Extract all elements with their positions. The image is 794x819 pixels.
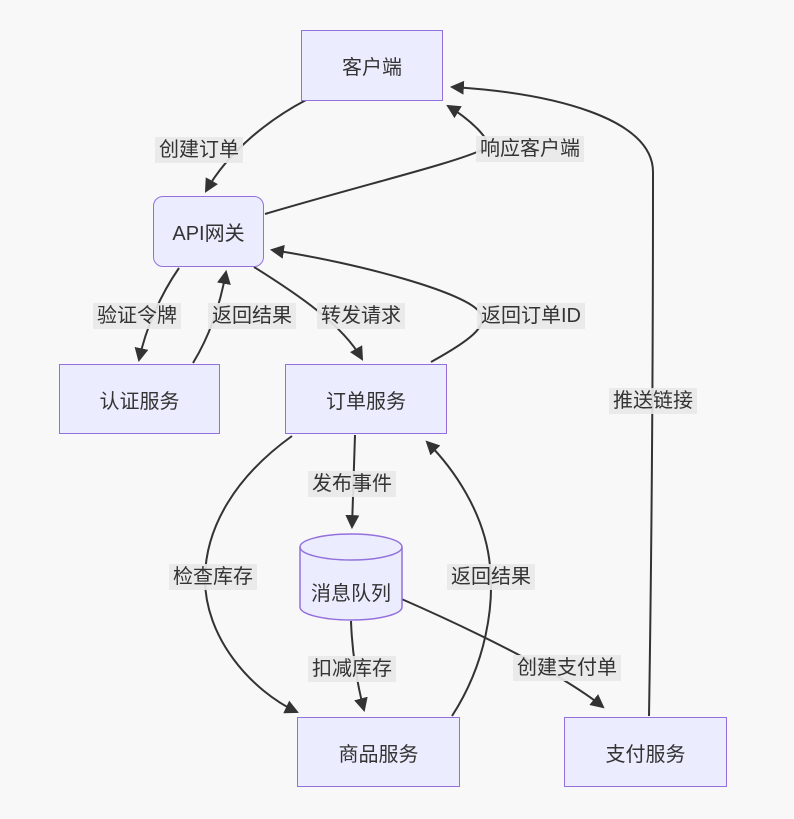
edge-gateway-to-order — [253, 266, 364, 361]
node-product-service-label: 商品服务 — [338, 743, 419, 766]
node-api-gateway[interactable]: API网关 — [153, 196, 264, 267]
edge-mq-to-payment — [396, 596, 605, 709]
edge-label-return-result-product: 返回结果 — [447, 564, 535, 590]
node-auth-service-label: 认证服务 — [99, 390, 180, 413]
edge-label-create-payment: 创建支付单 — [513, 655, 621, 681]
edge-label-push-link: 推送链接 — [609, 388, 697, 414]
node-order-service-label: 订单服务 — [326, 390, 406, 413]
edge-label-publish-event: 发布事件 — [308, 471, 396, 497]
edge-order-to-gateway — [269, 244, 484, 363]
edge-client-to-gateway — [204, 99, 307, 193]
edge-gateway-to-client — [264, 104, 488, 215]
edge-label-respond-client: 响应客户端 — [476, 136, 584, 162]
node-client[interactable]: 客户端 — [301, 30, 443, 101]
node-message-queue[interactable]: 消息队列 — [299, 533, 403, 621]
node-api-gateway-label: API网关 — [172, 223, 245, 245]
node-payment-service-label: 支付服务 — [605, 743, 686, 766]
edge-label-deduct-stock: 扣减库存 — [308, 656, 396, 682]
node-order-service[interactable]: 订单服务 — [285, 364, 447, 434]
edge-label-forward-request: 转发请求 — [317, 303, 405, 329]
edge-label-return-result-auth: 返回结果 — [208, 303, 296, 329]
cylinder-shape-icon — [299, 533, 403, 621]
edge-label-return-order-id: 返回订单ID — [477, 303, 585, 329]
edge-label-check-stock: 检查库存 — [169, 564, 257, 590]
edge-label-verify-token: 验证令牌 — [93, 303, 181, 329]
node-message-queue-label: 消息队列 — [311, 583, 391, 605]
node-client-label: 客户端 — [342, 57, 402, 79]
edge-payment-to-client — [449, 80, 655, 717]
edge-label-create-order: 创建订单 — [155, 137, 243, 163]
node-auth-service[interactable]: 认证服务 — [59, 364, 220, 434]
node-payment-service[interactable]: 支付服务 — [564, 717, 727, 787]
node-product-service[interactable]: 商品服务 — [297, 717, 460, 787]
